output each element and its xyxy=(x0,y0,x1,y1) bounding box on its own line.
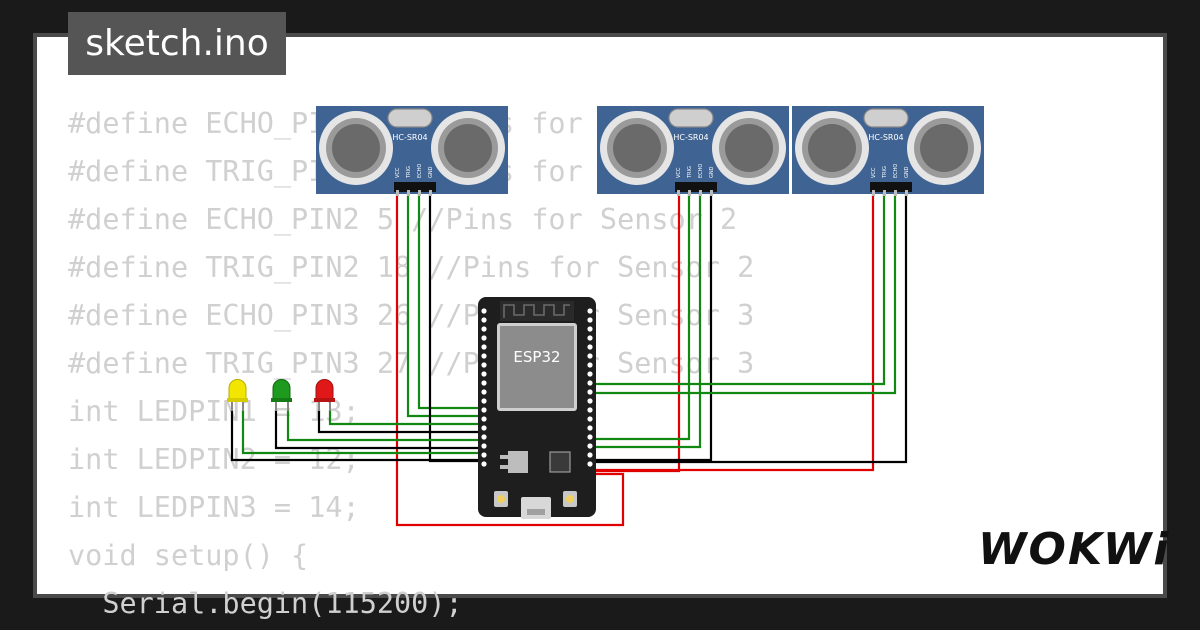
wokwi-logo: WOKWi xyxy=(978,524,1171,575)
wire-signal[interactable] xyxy=(241,410,483,455)
wire-signal[interactable] xyxy=(286,410,483,442)
wire-signal[interactable] xyxy=(594,193,691,441)
ultrasonic-sensor[interactable]: HC-SR04 VCC TRIG ECHO GND xyxy=(792,106,984,196)
wire-power[interactable] xyxy=(594,193,875,472)
left-header-pins xyxy=(481,308,487,467)
led-red[interactable] xyxy=(314,379,335,412)
wire-signal[interactable] xyxy=(594,193,897,395)
led-yellow[interactable] xyxy=(227,379,248,412)
led-green[interactable] xyxy=(271,379,292,412)
file-tab-label: sketch.ino xyxy=(85,23,269,64)
esp32-label: ESP32 xyxy=(513,348,560,366)
pin-label: VCC xyxy=(676,167,682,178)
code-line: #define TRIG_PIN2 18 //Pins for Sensor 2 xyxy=(68,251,755,284)
wire-ground[interactable] xyxy=(274,410,483,450)
code-line: #define ECHO_PIN2 5 //Pins for Sensor 2 xyxy=(68,203,738,236)
sensor-model-label: HC-SR04 xyxy=(868,133,903,142)
wire-ground[interactable] xyxy=(317,410,483,434)
pin-label: TRIG xyxy=(687,166,693,179)
pin-label: TRIG xyxy=(406,166,412,179)
code-line: int LEDPIN1 = 13; xyxy=(68,395,360,428)
wire-signal[interactable] xyxy=(328,410,483,426)
right-header-pins xyxy=(587,308,593,467)
pin-label: VCC xyxy=(395,167,401,178)
file-tab[interactable]: sketch.ino xyxy=(68,12,286,75)
wire-signal[interactable] xyxy=(417,193,483,410)
wire-signal[interactable] xyxy=(594,193,702,449)
wire-power[interactable] xyxy=(594,193,681,473)
ultrasonic-sensor[interactable]: HC-SR04 VCC TRIG ECHO GND xyxy=(597,106,789,196)
wire-ground[interactable] xyxy=(594,193,713,462)
pin-label: GND xyxy=(709,166,715,178)
wire-signal[interactable] xyxy=(594,193,886,386)
wires xyxy=(230,193,908,527)
sensor-model-label: HC-SR04 xyxy=(392,133,427,142)
pin-label: TRIG xyxy=(882,166,888,179)
pin-label: ECHO xyxy=(893,164,899,178)
code-line: void setup() { xyxy=(68,539,309,572)
wire-signal[interactable] xyxy=(406,193,483,418)
wire-ground[interactable] xyxy=(230,410,483,462)
esp32-board[interactable]: ESP32 xyxy=(478,297,596,519)
pin-label: GND xyxy=(904,166,910,178)
wire-ground[interactable] xyxy=(594,193,908,464)
code-line: int LEDPIN3 = 14; xyxy=(68,491,360,524)
sensor-model-label: HC-SR04 xyxy=(673,133,708,142)
pin-label: ECHO xyxy=(698,164,704,178)
ultrasonic-sensor[interactable]: HC-SR04 VCC TRIG ECHO GND xyxy=(316,106,508,196)
pin-label: VCC xyxy=(871,167,877,178)
pin-label: GND xyxy=(428,166,434,178)
wire-ground[interactable] xyxy=(428,193,483,463)
wire-power[interactable] xyxy=(395,193,625,527)
pin-label: ECHO xyxy=(417,164,423,178)
code-line: Serial.begin(115200); xyxy=(68,587,463,620)
